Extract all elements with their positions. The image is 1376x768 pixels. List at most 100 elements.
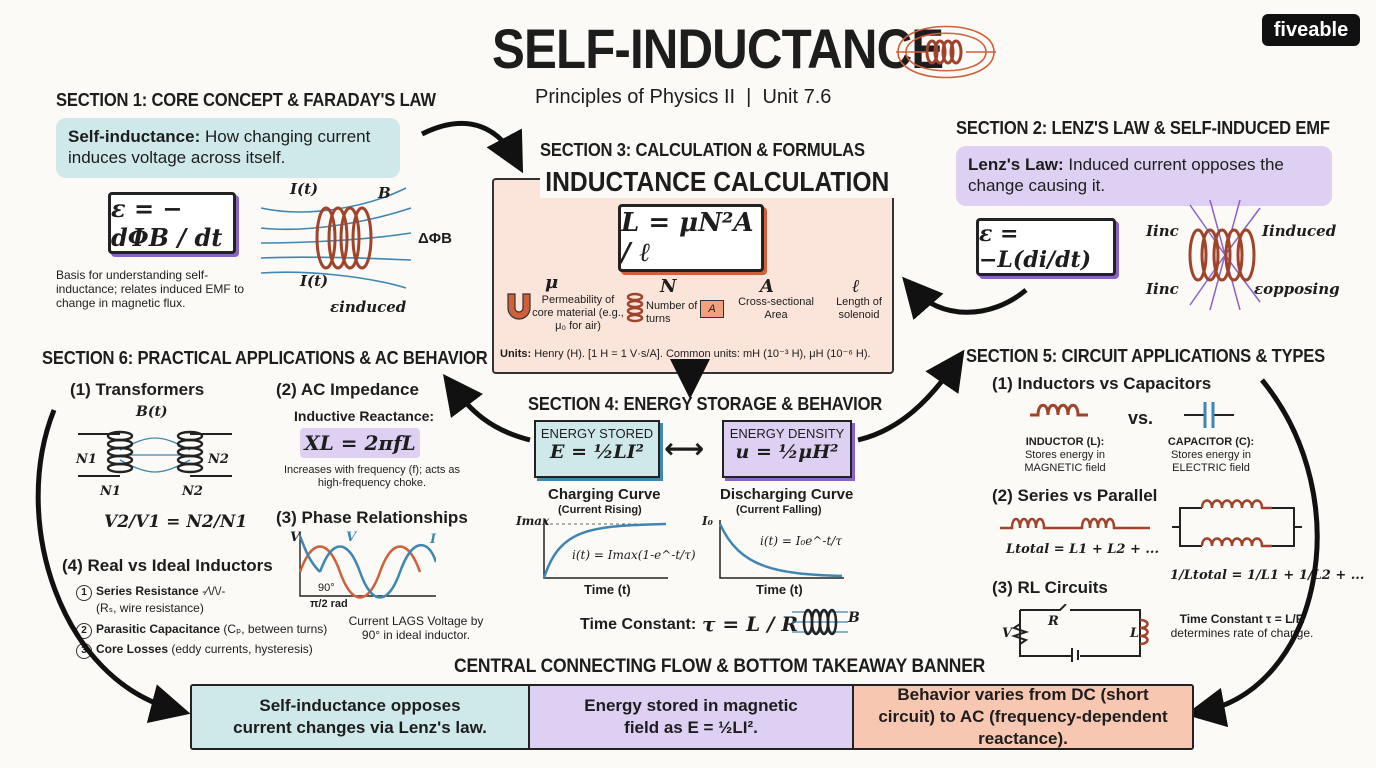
time-constant-label: Time Constant: — [580, 616, 697, 633]
coil-flux-label: ΔΦB — [418, 230, 452, 247]
inductor-desc: Stores energy in MAGNETIC field — [1024, 449, 1106, 474]
section2-def-text: Induced current opposes the change causi… — [968, 155, 1284, 195]
section6-sub3: (3) Phase Relationships — [276, 508, 468, 527]
coil-current-bottom-label: I(t) — [300, 272, 329, 290]
lenz-inc-top-label: Iinc — [1146, 222, 1179, 240]
section2-def-term: Lenz's Law: — [968, 155, 1064, 174]
var-mu-desc: Permeability of core material (e.g., μ₀ … — [532, 294, 624, 332]
reactance-formula: XL = 2πfL — [300, 428, 420, 458]
section1-def-term: Self-inductance: — [68, 127, 201, 146]
coil-emf-label: εinduced — [330, 298, 407, 316]
energy-coil-icon — [792, 608, 848, 636]
discharging-title: Discharging Curve — [720, 486, 854, 503]
phase-rad-label: π/2 rad — [310, 598, 348, 610]
section2-definition: Lenz's Law: Induced current opposes the … — [956, 146, 1332, 206]
rl-v-label: V — [1002, 626, 1013, 641]
rl-r-label: R — [1048, 614, 1059, 629]
real-item-1-title: Series Resistance — [96, 584, 199, 598]
rl-note-1: Time Constant τ = L/R — [1179, 612, 1305, 626]
banner-cell-2: Energy stored in magnetic field as E = ½… — [528, 686, 852, 748]
phase-v-curve-label: V — [346, 530, 357, 545]
charging-eq: i(t) = Imax(1-e^-t/τ) — [572, 548, 696, 562]
capacitor-desc: Stores energy in ELECTRIC field — [1170, 449, 1252, 474]
double-arrow-icon: ⟷ — [664, 433, 705, 464]
rl-circuit-diagram — [1010, 604, 1149, 662]
inductance-formula: L = μN²A / ℓ — [618, 204, 764, 272]
section1-title: SECTION 1: CORE CONCEPT & FARADAY'S LAW — [56, 90, 436, 110]
units-label: Units: — [500, 348, 532, 360]
coil-turns-icon — [626, 292, 644, 323]
transformer-n2-label: N2 — [208, 452, 229, 467]
lenz-formula: ε = −L(di/dt) — [976, 218, 1116, 276]
arrow-s4-to-s5 — [857, 349, 965, 443]
arrow-s1-to-s3 — [420, 120, 524, 174]
reactance-note: Increases with frequency (f); acts as hi… — [283, 464, 461, 489]
magnet-icon — [507, 293, 531, 320]
lenz-induced-label: Iinduced — [1262, 222, 1337, 240]
rl-note-2: determines rate of change. — [1170, 626, 1314, 640]
section5-sub3: (3) RL Circuits — [992, 578, 1108, 597]
fiveable-logo[interactable]: fiveable — [1262, 14, 1360, 46]
inductor-description: INDUCTOR (L): Stores energy in MAGNETIC … — [1010, 436, 1120, 475]
page-subtitle: Principles of Physics II | Unit 7.6 — [535, 86, 832, 108]
units-line: Units: Henry (H). [1 H = 1 V·s/A]. Commo… — [500, 348, 890, 361]
energy-field-label: B — [848, 610, 860, 626]
section1-note: Basis for understanding self-inductance;… — [56, 268, 245, 310]
transformer-n1-label: N1 — [76, 452, 97, 467]
resistor-icon: -⁄\/\/- — [202, 584, 226, 598]
var-l-desc: Length of solenoid — [836, 296, 882, 321]
real-item-3-desc: (eddy currents, hysteresis) — [171, 642, 313, 656]
var-n-sym: N — [660, 276, 677, 297]
solenoid-field-icon — [896, 25, 996, 79]
energy-stored-label: ENERGY STORED — [540, 426, 654, 441]
phase-note: Current LAGS Voltage by 90° in ideal ind… — [348, 614, 484, 642]
section1-def-text: How changing current induces voltage acr… — [68, 127, 371, 167]
faraday-formula: ε = − dΦB / dt — [108, 192, 236, 254]
series-equation: Ltotal = L1 + L2 + ... — [1006, 542, 1159, 557]
energy-stored-box: ENERGY STORED E = ½LI² — [534, 420, 660, 478]
capacitor-title: CAPACITOR (C): — [1167, 436, 1255, 448]
section1-definition: Self-inductance: How changing current in… — [56, 118, 400, 178]
phase-i-label: I — [430, 532, 437, 547]
inductance-calc-title: INDUCTANCE CALCULATION — [540, 166, 895, 198]
section3-title: SECTION 3: CALCULATION & FORMULAS — [540, 140, 865, 160]
var-l-sym: ℓ — [852, 276, 860, 297]
time-constant-formula: τ = L / R — [702, 612, 799, 636]
banner-cell-1: Self-inductance opposes current changes … — [192, 686, 528, 748]
capacitor-description: CAPACITOR (C): Stores energy in ELECTRIC… — [1156, 436, 1266, 475]
section5-title: SECTION 5: CIRCUIT APPLICATIONS & TYPES — [966, 346, 1326, 366]
charging-sub: (Current Rising) — [558, 504, 642, 516]
section6-sub2: (2) AC Impedance — [276, 380, 419, 399]
transformer-diagram — [78, 430, 232, 477]
banner-title: CENTRAL CONNECTING FLOW & BOTTOM TAKEAWA… — [454, 656, 986, 677]
var-n-desc: Number of turns — [646, 300, 698, 325]
energy-density-formula: u = ½μH² — [735, 441, 839, 463]
arrow-s6-to-banner — [35, 409, 191, 724]
var-a-sym: A — [760, 276, 774, 297]
inductor-title: INDUCTOR (L): — [1025, 436, 1105, 448]
transformer-n2-bottom-label: N2 — [182, 484, 203, 499]
energy-stored-formula: E = ½LI² — [549, 441, 645, 463]
arrow-s2-to-s3 — [902, 276, 1028, 320]
var-a-desc: Cross-sectional Area — [738, 296, 814, 321]
rl-l-label: L — [1130, 626, 1140, 641]
real-item-3-title: Core Losses — [96, 642, 169, 656]
lenz-opposing-label: εopposing — [1254, 280, 1340, 298]
section6-title: SECTION 6: PRACTICAL APPLICATIONS & AC B… — [42, 348, 488, 368]
vs-label: vs. — [1128, 408, 1154, 428]
coil-field-label: B — [378, 184, 391, 202]
real-item-2-desc: (Cₚ, between turns) — [223, 622, 328, 636]
section6-sub1: (1) Transformers — [70, 380, 205, 399]
arrow-s4-to-s6 — [442, 374, 531, 443]
phase-plot — [298, 532, 436, 599]
charging-curve — [542, 520, 668, 579]
energy-density-label: ENERGY DENSITY — [729, 426, 845, 441]
inductor-symbol-icon — [1030, 403, 1088, 417]
page-title: SELF-INDUCTANCE — [492, 17, 944, 80]
discharging-eq: i(t) = I₀e^-t/τ — [760, 534, 842, 548]
takeaway-banner: Self-inductance opposes current changes … — [190, 684, 1194, 750]
discharging-y0-label: I₀ — [702, 514, 713, 528]
